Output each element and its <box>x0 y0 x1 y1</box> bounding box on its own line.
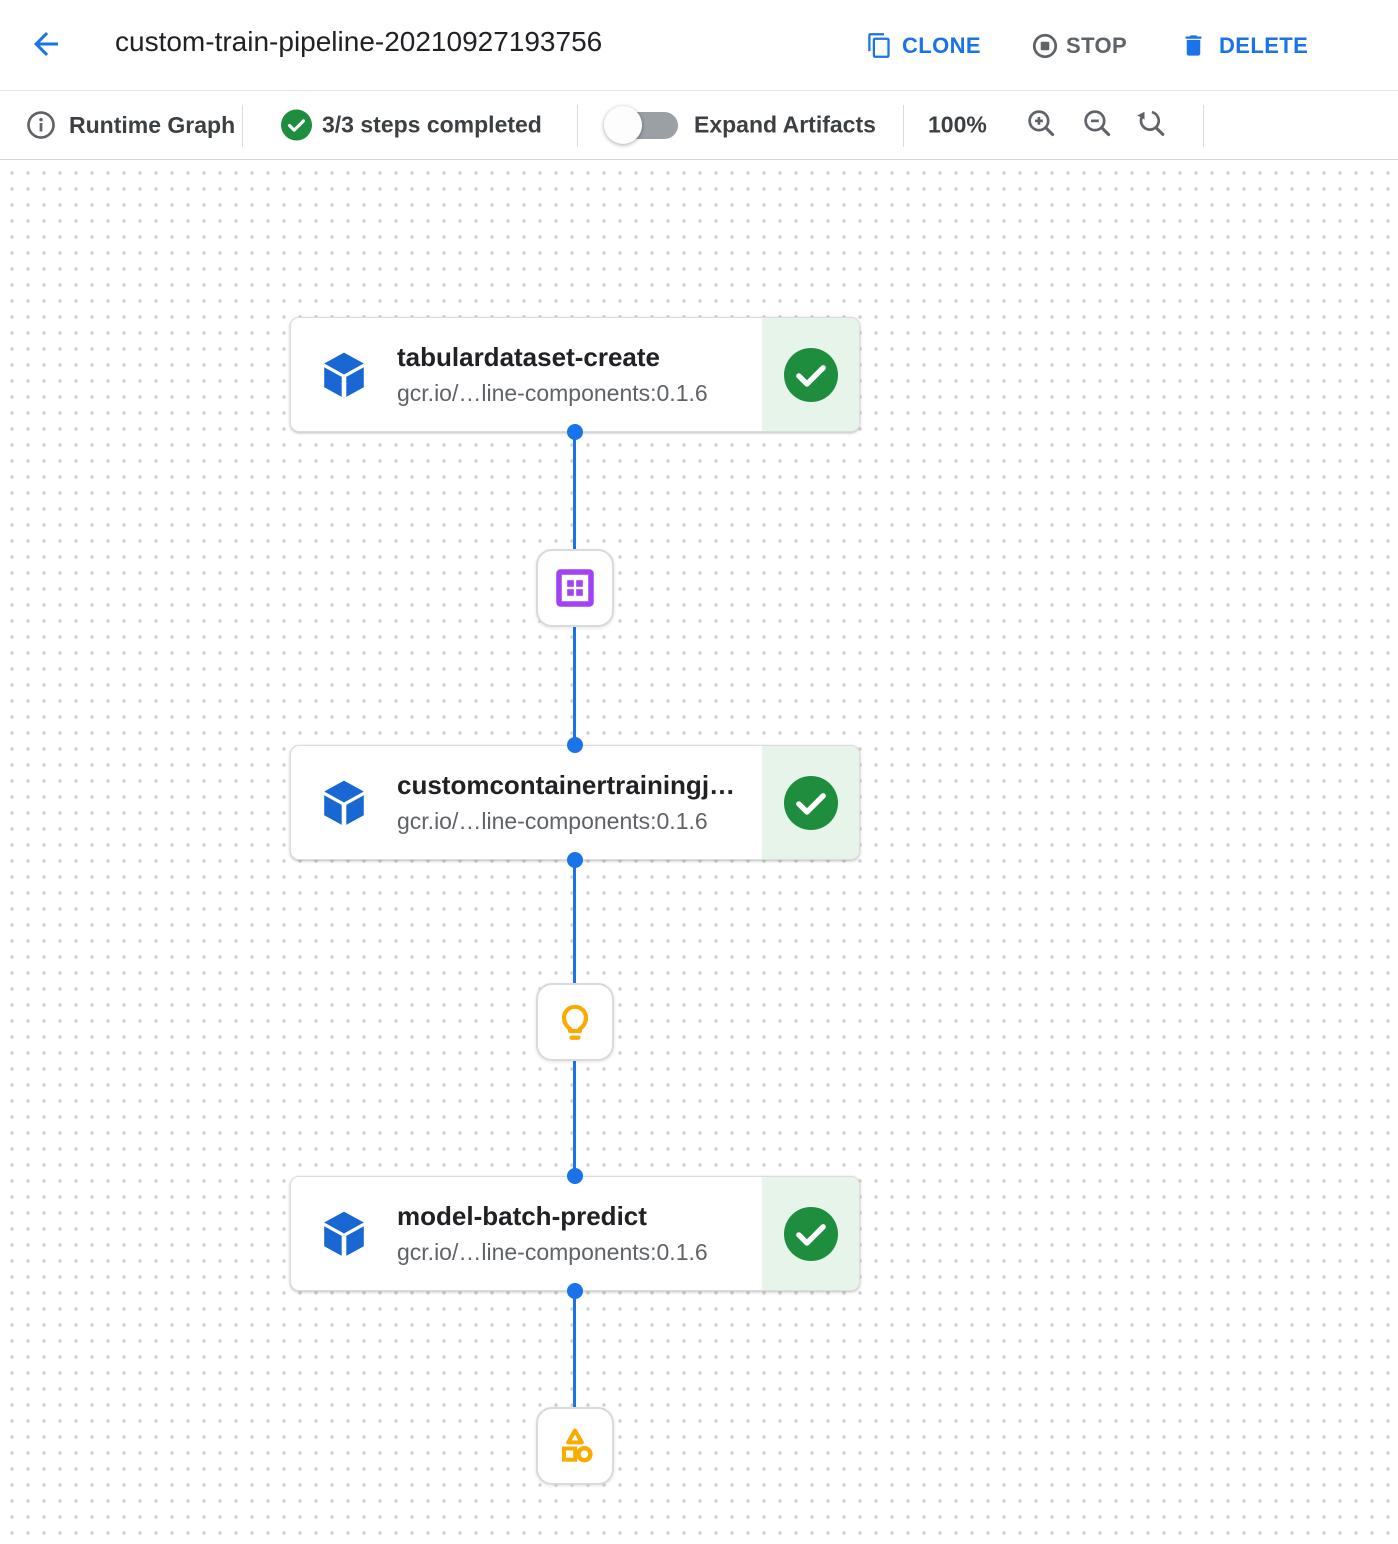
success-icon <box>783 1206 838 1261</box>
zoom-out-button[interactable] <box>1080 108 1115 143</box>
toggle-knob <box>604 106 642 144</box>
zoom-in-button[interactable] <box>1024 108 1059 143</box>
pipeline-step-tabulardataset-create[interactable]: tabulardataset-create gcr.io/…line-compo… <box>290 317 860 432</box>
delete-label: DELETE <box>1219 32 1309 58</box>
back-button[interactable] <box>24 22 68 66</box>
arrow-back-icon <box>34 32 58 56</box>
port-step2-output <box>567 852 583 868</box>
success-icon <box>783 775 838 830</box>
generic-artifact-icon <box>562 1428 593 1463</box>
zoom-in-icon <box>1028 110 1055 137</box>
toolbar-divider <box>577 105 578 147</box>
component-cube-icon <box>291 746 397 859</box>
toolbar-divider <box>1203 105 1204 147</box>
runtime-graph-label-group: Runtime Graph <box>26 110 235 140</box>
view-label: Runtime Graph <box>69 111 236 138</box>
step-title: tabulardataset-create <box>397 342 660 372</box>
step-status-area <box>762 746 859 859</box>
component-cube-icon <box>291 318 397 431</box>
zoom-level: 100% <box>928 111 987 138</box>
expand-artifacts-toggle[interactable] <box>604 106 678 144</box>
step-image: gcr.io/…line-components:0.1.6 <box>397 1239 708 1265</box>
clone-icon <box>868 33 890 58</box>
clone-label: CLONE <box>902 32 981 58</box>
expand-artifacts-label: Expand Artifacts <box>694 111 876 138</box>
stop-icon <box>1032 33 1058 58</box>
artifact-card-generic[interactable] <box>536 1407 614 1485</box>
delete-icon <box>1185 35 1202 56</box>
clone-button[interactable]: CLONE <box>866 0 981 91</box>
step-title: customcontainertrainingj… <box>397 770 736 800</box>
stop-label: STOP <box>1066 32 1128 58</box>
port-step2-input <box>567 737 583 753</box>
pipeline-step-customcontainertrainingjob[interactable]: customcontainertrainingj… gcr.io/…line-c… <box>290 745 860 860</box>
artifact-card-model[interactable] <box>536 983 614 1061</box>
step-status-area <box>762 1177 859 1290</box>
toolbar-divider <box>903 105 904 147</box>
expand-artifacts-label-wrap: Expand Artifacts <box>694 112 876 139</box>
zoom-out-icon <box>1084 110 1111 137</box>
model-artifact-icon <box>561 1004 589 1040</box>
steps-status: 3/3 steps completed <box>281 109 542 141</box>
reset-zoom-button[interactable] <box>1134 108 1169 143</box>
step-image: gcr.io/…line-components:0.1.6 <box>397 380 708 406</box>
step-text: model-batch-predict gcr.io/…line-compone… <box>397 1177 762 1290</box>
pipeline-step-model-batch-predict[interactable]: model-batch-predict gcr.io/…line-compone… <box>290 1176 860 1291</box>
success-icon <box>783 347 838 402</box>
pipeline-graph-canvas[interactable]: tabulardataset-create gcr.io/…line-compo… <box>0 160 1398 1544</box>
step-title: model-batch-predict <box>397 1201 647 1231</box>
step-text: tabulardataset-create gcr.io/…line-compo… <box>397 318 762 431</box>
page-title: custom-train-pipeline-20210927193756 <box>115 26 603 57</box>
header: custom-train-pipeline-20210927193756 CLO… <box>0 0 1398 91</box>
zoom-level-wrap: 100% <box>928 112 987 139</box>
steps-status-label: 3/3 steps completed <box>322 111 542 138</box>
step-image: gcr.io/…line-components:0.1.6 <box>397 808 708 834</box>
toolbar-divider <box>242 105 243 147</box>
reset-zoom-icon <box>1137 110 1165 137</box>
port-step3-input <box>567 1168 583 1184</box>
success-icon <box>281 109 312 141</box>
artifact-card-dataset[interactable] <box>536 549 614 627</box>
step-text: customcontainertrainingj… gcr.io/…line-c… <box>397 746 762 859</box>
component-cube-icon <box>291 1177 397 1290</box>
port-step1-output <box>567 424 583 440</box>
step-status-area <box>762 318 859 431</box>
stop-button[interactable]: STOP <box>1030 0 1127 91</box>
port-step3-output <box>567 1283 583 1299</box>
edge-step3-artifact <box>573 1291 576 1446</box>
info-icon[interactable] <box>26 110 56 140</box>
delete-button[interactable]: DELETE <box>1180 0 1308 91</box>
graph-toolbar: Runtime Graph 3/3 steps completed Expand… <box>0 91 1398 160</box>
dataset-artifact-icon <box>556 569 594 607</box>
